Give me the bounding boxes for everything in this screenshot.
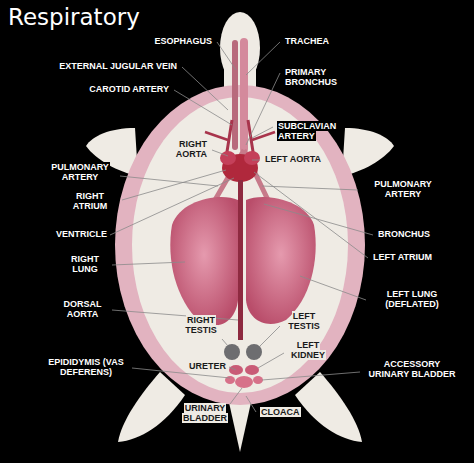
label-patch: RIGHT LUNG bbox=[70, 254, 100, 274]
label-patch: PULMONARY ARTERY bbox=[373, 179, 433, 199]
part-label: RIGHT ATRIUM bbox=[60, 192, 120, 212]
label-patch: TRACHEA bbox=[284, 36, 330, 46]
label-patch: RIGHT AORTA bbox=[175, 139, 208, 159]
part-label: LEFT LUNG (DEFLATED) bbox=[366, 290, 458, 310]
label-patch: LEFT TESTIS bbox=[287, 311, 321, 331]
part-label: EPIDIDYMIS (VAS DEFERENS) bbox=[40, 358, 132, 378]
label-patch: EXTERNAL JUGULAR VEIN bbox=[58, 61, 178, 71]
part-label: RIGHT AORTA bbox=[165, 140, 210, 160]
part-label: URINARY BLADDER bbox=[178, 404, 232, 424]
part-label: PULMONARY ARTERY bbox=[40, 163, 120, 183]
part-label: ACCESSORY URINARY BLADDER bbox=[362, 360, 462, 380]
label-patch: DORSAL AORTA bbox=[63, 299, 103, 319]
label-patch: ACCESSORY URINARY BLADDER bbox=[367, 359, 456, 379]
part-label: CLOACA bbox=[258, 408, 308, 418]
part-label: SUBCLAVIAN ARTERY bbox=[275, 122, 375, 142]
label-patch: CAROTID ARTERY bbox=[88, 84, 170, 94]
label-patch: SUBCLAVIAN ARTERY bbox=[277, 121, 337, 141]
part-label: URETER bbox=[182, 362, 229, 372]
part-label: PRIMARY BRONCHUS bbox=[282, 68, 382, 88]
part-label: RIGHT LUNG bbox=[60, 255, 110, 275]
label-patch: RIGHT ATRIUM bbox=[72, 191, 108, 211]
part-label: PULMONARY ARTERY bbox=[358, 180, 448, 200]
part-label: LEFT ATRIUM bbox=[370, 253, 450, 263]
label-patch: URINARY BLADDER bbox=[182, 403, 228, 423]
label-patch: CLOACA bbox=[260, 407, 301, 417]
part-label: LEFT TESTIS bbox=[282, 312, 326, 332]
part-label: EXTERNAL JUGULAR VEIN bbox=[50, 62, 180, 72]
label-patch: LEFT KIDNEY bbox=[290, 340, 326, 360]
part-label: VENTRICLE bbox=[48, 230, 110, 240]
part-label: LEFT AORTA bbox=[262, 155, 332, 165]
part-label: CAROTID ARTERY bbox=[82, 85, 172, 95]
part-label: TRACHEA bbox=[282, 37, 342, 47]
label-patch: BRONCHUS bbox=[377, 229, 431, 239]
label-patch: RIGHT TESTIS bbox=[184, 315, 218, 335]
title: Respiratory bbox=[8, 4, 140, 30]
part-label: ESOPHAGUS bbox=[140, 37, 215, 47]
part-label: DORSAL AORTA bbox=[55, 300, 110, 320]
label-patch: LEFT ATRIUM bbox=[372, 252, 433, 262]
label-patch: LEFT LUNG (DEFLATED) bbox=[384, 289, 439, 309]
label-patch: ESOPHAGUS bbox=[153, 36, 213, 46]
label-patch: EPIDIDYMIS (VAS DEFERENS) bbox=[47, 357, 124, 377]
part-label: RIGHT TESTIS bbox=[180, 316, 222, 336]
label-patch: URETER bbox=[188, 361, 227, 371]
part-label: LEFT KIDNEY bbox=[286, 341, 330, 361]
label-patch: VENTRICLE bbox=[55, 229, 108, 239]
label-patch: PULMONARY ARTERY bbox=[50, 162, 110, 182]
label-patch: PRIMARY BRONCHUS bbox=[284, 67, 338, 87]
label-patch: LEFT AORTA bbox=[264, 154, 322, 164]
part-label: BRONCHUS bbox=[375, 230, 445, 240]
